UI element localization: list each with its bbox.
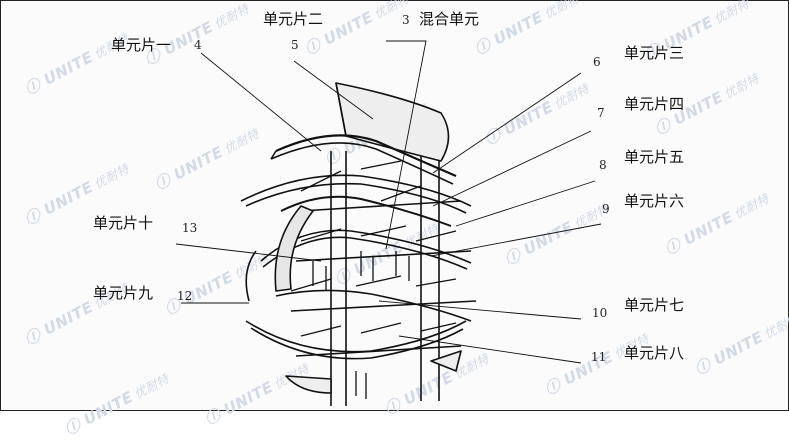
ref-number-6: 6 — [593, 55, 601, 69]
ref-number-11: 11 — [591, 350, 607, 364]
ref-number-10: 10 — [592, 306, 608, 320]
label-piece-9: 单元片九 — [93, 284, 154, 302]
ref-number-8: 8 — [599, 158, 607, 172]
leader-lines — [175, 40, 602, 364]
ref-number-3: 3 — [402, 13, 410, 27]
label-piece-10: 单元片十 — [93, 214, 154, 232]
mixer-drawing — [175, 40, 602, 406]
label-piece-4: 单元片四 — [624, 95, 685, 113]
label-piece-1: 单元片一 — [111, 36, 172, 54]
ref-number-7: 7 — [597, 106, 605, 120]
label-piece-5: 单元片五 — [624, 148, 685, 166]
label-piece-7: 单元片七 — [624, 296, 685, 314]
bottom-fins — [285, 350, 462, 394]
label-piece-6: 单元片六 — [624, 192, 685, 210]
label-piece-3: 单元片三 — [624, 44, 685, 62]
label-mixing-unit: 混合单元 — [419, 10, 480, 28]
label-piece-8: 单元片八 — [624, 344, 685, 362]
ref-number-5: 5 — [291, 38, 299, 52]
ref-number-13: 13 — [182, 221, 198, 235]
label-piece-2: 单元片二 — [263, 10, 324, 28]
blade-lower — [245, 289, 472, 360]
ref-number-12: 12 — [177, 289, 193, 303]
blade-left — [245, 205, 314, 302]
ref-number-9: 9 — [602, 202, 610, 216]
cross-plates — [290, 160, 457, 399]
ref-number-4: 4 — [194, 38, 202, 52]
